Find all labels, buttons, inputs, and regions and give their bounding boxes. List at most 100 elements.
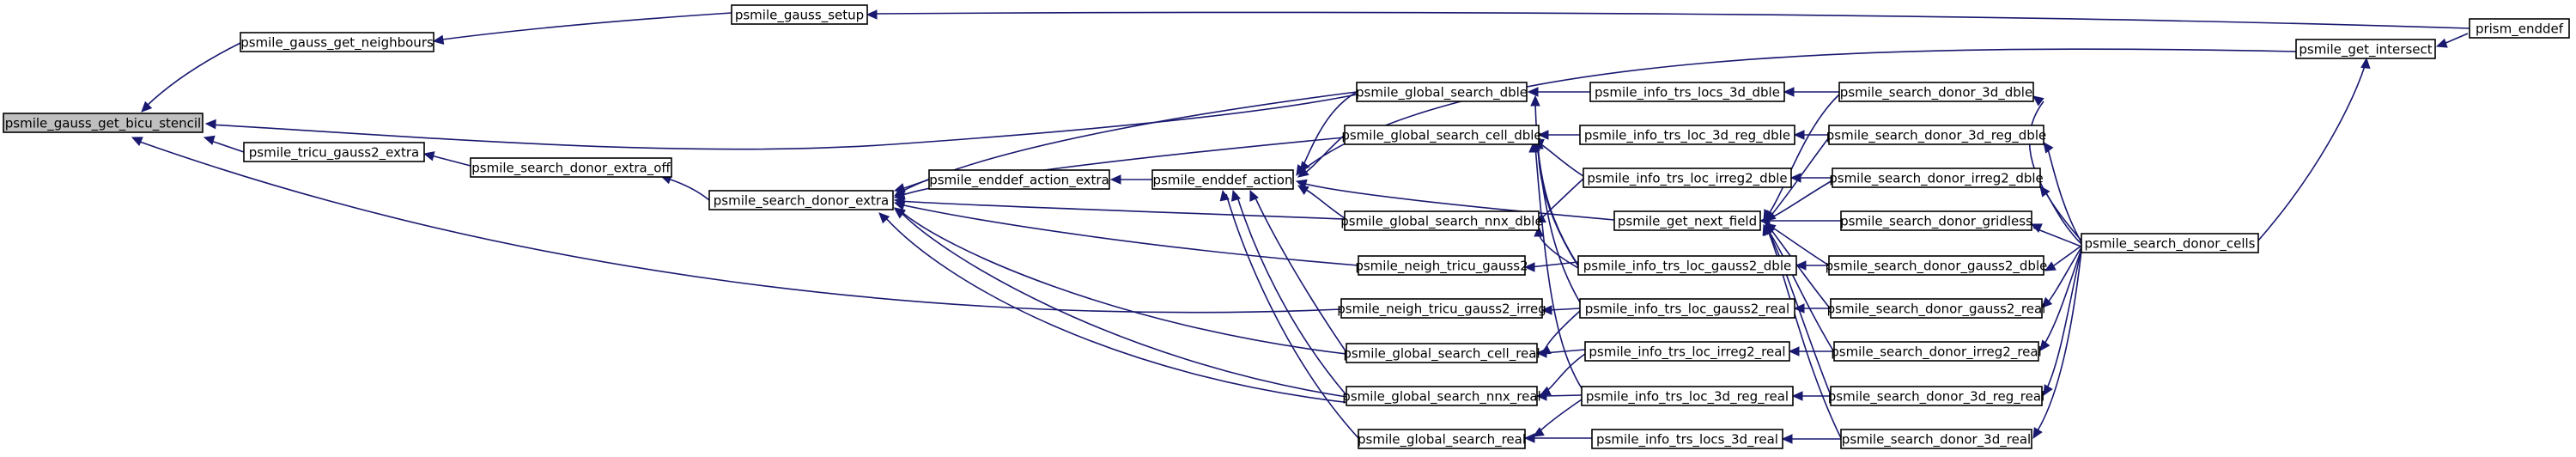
edge-arrowhead — [2435, 38, 2448, 48]
edge-arrowhead — [1781, 434, 1793, 444]
edge-line — [899, 210, 1347, 398]
node-box — [1579, 125, 1795, 145]
node-psmile-search-donor-extra-off[interactable]: psmile_search_donor_extra_off — [470, 157, 672, 178]
node-psmile-search-donor-irreg2-real[interactable]: psmile_search_donor_irreg2_real — [1831, 341, 2042, 362]
node-box — [1830, 386, 2043, 406]
edge-line — [1766, 228, 1835, 353]
edge-arrowhead — [1788, 346, 1800, 356]
edge-arrowhead — [2043, 142, 2054, 154]
node-psmile-info-trs-loc-gauss2-dble[interactable]: psmile_info_trs_loc_gauss2_dble — [1577, 255, 1797, 276]
edge-arrowhead — [1535, 348, 1547, 358]
node-label: psmile_enddef_action_extra — [929, 173, 1109, 189]
node-label: psmile_search_donor_extra — [714, 193, 889, 210]
node-psmile-gauss-get-bicu-stencil[interactable]: psmile_gauss_get_bicu_stencil — [3, 113, 204, 133]
node-psmile-search-donor-extra[interactable]: psmile_search_donor_extra — [708, 190, 894, 210]
node-psmile-neigh-tricu-gauss2[interactable]: psmile_neigh_tricu_gauss2 — [1355, 255, 1528, 276]
edge-line — [1768, 137, 1830, 219]
node-label: psmile_search_donor_gridless — [1840, 214, 2032, 230]
edge-line — [884, 216, 1359, 405]
node-psmile-search-donor-3d-dble[interactable]: psmile_search_donor_3d_dble — [1838, 82, 2034, 102]
edge-arrowhead — [1537, 130, 1549, 140]
edge-arrowhead — [1530, 94, 1540, 107]
node-label: psmile_search_donor_gauss2_real — [1827, 302, 2046, 318]
edge-line — [1301, 182, 1615, 221]
node-label: psmile_gauss_setup — [735, 8, 864, 24]
node-box — [470, 157, 672, 178]
node-label: psmile_info_trs_loc_3d_reg_dble — [1584, 128, 1790, 144]
node-psmile-global-search-dble[interactable]: psmile_global_search_dble — [1356, 82, 1528, 102]
edge-arrowhead — [1535, 391, 1547, 401]
node-label: prism_enddef — [2476, 21, 2564, 38]
node-label: psmile_search_donor_irreg2_dble — [1829, 171, 2044, 187]
node-psmile-search-donor-gauss2-dble[interactable]: psmile_search_donor_gauss2_dble — [1826, 255, 2048, 276]
node-psmile-gauss-setup[interactable]: psmile_gauss_setup — [731, 4, 868, 25]
node-box — [1830, 298, 2043, 319]
node-psmile-info-trs-loc-3d-reg-real[interactable]: psmile_info_trs_loc_3d_reg_real — [1581, 386, 1794, 406]
node-psmile-search-donor-gauss2-real[interactable]: psmile_search_donor_gauss2_real — [1827, 298, 2046, 319]
node-psmile-info-trs-locs-3d-real[interactable]: psmile_info_trs_locs_3d_real — [1591, 429, 1783, 449]
edge-arrowhead — [2043, 384, 2053, 397]
node-psmile-info-trs-loc-irreg2-real[interactable]: psmile_info_trs_loc_irreg2_real — [1584, 341, 1790, 362]
node-box — [2081, 233, 2259, 253]
edge-arrowhead — [2360, 57, 2371, 70]
node-psmile-info-trs-loc-gauss2-real[interactable]: psmile_info_trs_loc_gauss2_real — [1579, 298, 1795, 319]
node-label: psmile_tricu_gauss2_extra — [249, 145, 419, 161]
node-box — [1584, 341, 1790, 362]
node-psmile-tricu-gauss2-extra[interactable]: psmile_tricu_gauss2_extra — [243, 142, 425, 162]
node-box — [1344, 210, 1540, 231]
node-psmile-global-search-real[interactable]: psmile_global_search_real — [1358, 429, 1526, 449]
node-psmile-global-search-nnx-real[interactable]: psmile_global_search_nnx_real — [1342, 386, 1541, 406]
node-label: psmile_neigh_tricu_gauss2 — [1355, 259, 1528, 275]
node-psmile-info-trs-locs-3d-dble[interactable]: psmile_info_trs_locs_3d_dble — [1589, 82, 1785, 102]
node-label: psmile_info_trs_loc_irreg2_real — [1589, 344, 1785, 361]
node-box — [2469, 18, 2570, 39]
edge-line — [1236, 193, 1347, 396]
node-label: psmile_global_search_dble — [1356, 85, 1528, 101]
edge-line — [899, 137, 1346, 197]
edge-line — [1543, 394, 1583, 397]
node-psmile-gauss-get-neighbours[interactable]: psmile_gauss_get_neighbours — [240, 32, 434, 52]
node-psmile-info-trs-loc-irreg2-dble[interactable]: psmile_info_trs_loc_irreg2_dble — [1583, 168, 1792, 188]
node-psmile-enddef-action-extra[interactable]: psmile_enddef_action_extra — [928, 169, 1110, 190]
node-psmile-global-search-cell-real[interactable]: psmile_global_search_cell_real — [1343, 343, 1540, 363]
edge-line — [1536, 399, 1583, 435]
node-psmile-search-donor-irreg2-dble[interactable]: psmile_search_donor_irreg2_dble — [1829, 168, 2044, 188]
node-psmile-search-donor-gridless[interactable]: psmile_search_donor_gridless — [1840, 210, 2032, 231]
node-box — [1151, 169, 1294, 190]
node-label: psmile_info_trs_locs_3d_dble — [1595, 85, 1780, 101]
edge-line — [2032, 227, 2082, 247]
edge-arrowhead — [1295, 179, 1308, 189]
node-box — [1346, 386, 1538, 406]
node-box — [1356, 82, 1528, 102]
node-psmile-get-intersect[interactable]: psmile_get_intersect — [2295, 39, 2436, 59]
edge-arrowhead — [893, 200, 906, 210]
node-psmile-search-donor-3d-reg-real[interactable]: psmile_search_donor_3d_reg_real — [1828, 386, 2044, 406]
edge-line — [1225, 193, 1359, 439]
node-box — [1346, 343, 1538, 363]
node-psmile-enddef-action[interactable]: psmile_enddef_action — [1151, 169, 1294, 190]
node-box — [240, 32, 434, 52]
node-psmile-info-trs-loc-3d-reg-dble[interactable]: psmile_info_trs_loc_3d_reg_dble — [1579, 125, 1795, 145]
node-psmile-neigh-tricu-gauss2-irreg[interactable]: psmile_neigh_tricu_gauss2_irreg — [1337, 298, 1546, 319]
edge-line — [1253, 193, 1347, 353]
edge-arrowhead — [141, 101, 153, 113]
node-psmile-search-donor-3d-real[interactable]: psmile_search_donor_3d_real — [1840, 429, 2032, 449]
edge-line — [2044, 248, 2082, 393]
node-box — [1583, 168, 1792, 188]
node-label: psmile_search_donor_3d_real — [1842, 432, 2031, 448]
node-psmile-get-next-field[interactable]: psmile_get_next_field — [1613, 210, 1761, 231]
edge-line — [430, 155, 471, 167]
edge-arrowhead — [1540, 305, 1552, 315]
edge-arrowhead — [1523, 433, 1535, 443]
node-psmile-global-search-cell-dble[interactable]: psmile_global_search_cell_dble — [1341, 125, 1542, 145]
node-psmile-search-donor-cells[interactable]: psmile_search_donor_cells — [2081, 233, 2259, 253]
node-prism-enddef[interactable]: prism_enddef — [2469, 18, 2570, 39]
edge-line — [210, 140, 245, 153]
node-psmile-global-search-nnx-dble[interactable]: psmile_global_search_nnx_dble — [1340, 210, 1543, 231]
edge-arrowhead — [204, 119, 216, 130]
edge-line — [1536, 141, 1584, 177]
node-psmile-search-donor-3d-reg-dble[interactable]: psmile_search_donor_3d_reg_dble — [1826, 125, 2046, 145]
node-label: psmile_neigh_tricu_gauss2_irreg — [1337, 302, 1546, 318]
edge-line — [441, 12, 732, 40]
edge-arrowhead — [131, 137, 143, 146]
